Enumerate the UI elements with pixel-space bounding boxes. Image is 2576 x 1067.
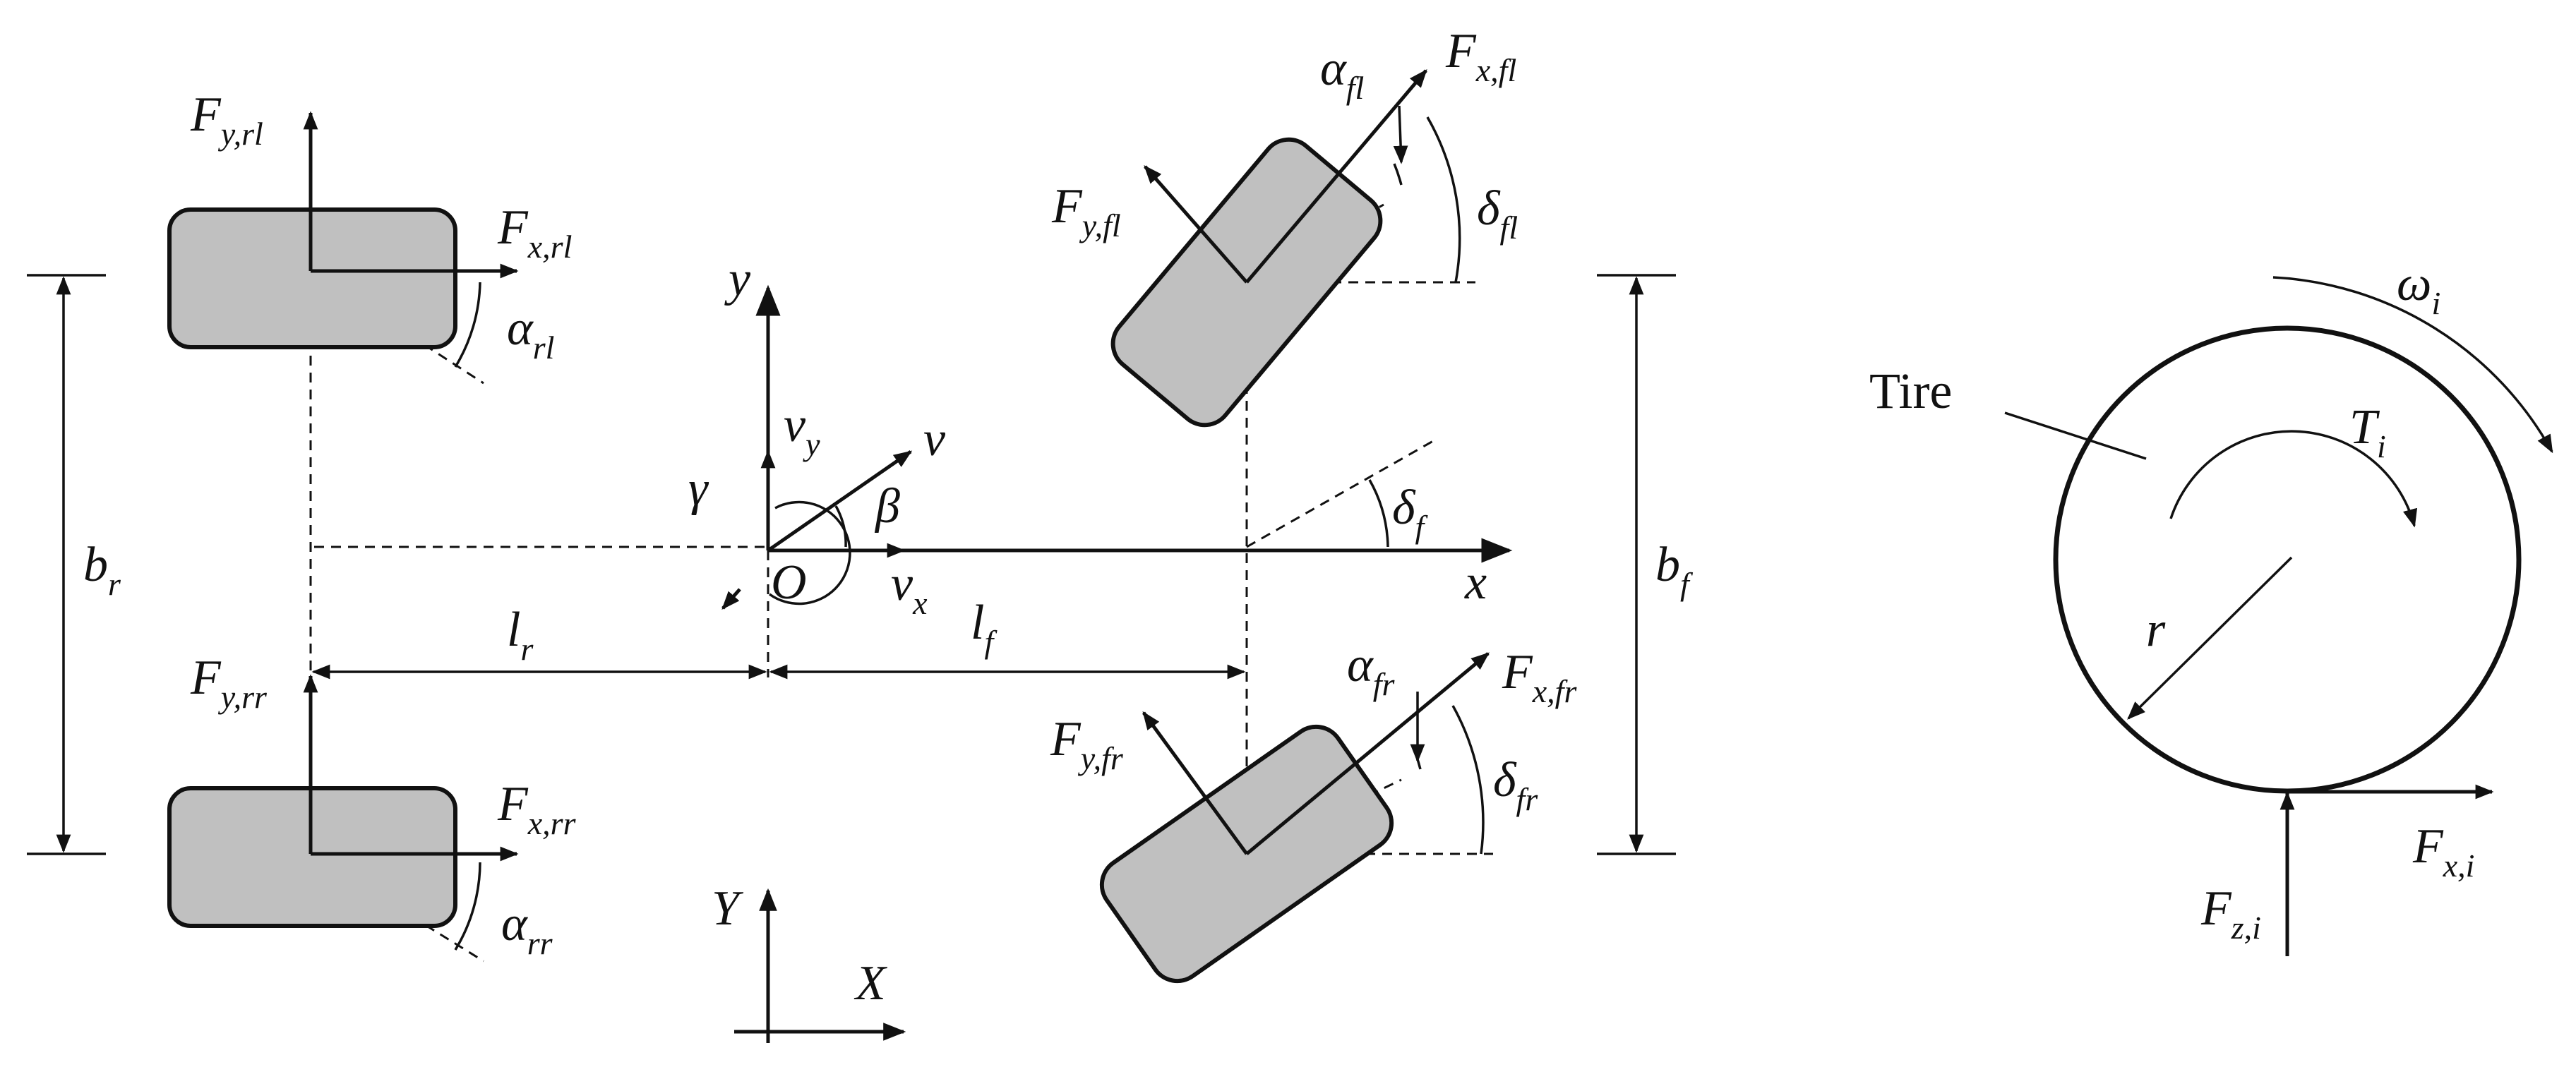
- fr-lateral-force-label: Fy,fr: [1050, 712, 1124, 776]
- rear-distance-label: lr: [507, 603, 534, 667]
- vy-label: vy: [784, 398, 820, 462]
- rr-long-force-label: Fx,rr: [497, 777, 577, 841]
- yaw-rate-arrowhead: [721, 588, 741, 610]
- force-arrows: [303, 69, 1490, 862]
- fl-long-force-arrow: [1245, 69, 1427, 284]
- fr-lateral-force-arrow: [1142, 711, 1249, 855]
- fl-slip-pointer: [1393, 105, 1408, 164]
- torque-arc: [2169, 430, 2418, 528]
- tire-fx-label: Fx,i: [2412, 819, 2474, 884]
- rear-track-label: br: [83, 538, 121, 602]
- fl-steer-arc: [1426, 116, 1461, 283]
- fr-long-force-label: Fx,fr: [1502, 645, 1577, 709]
- rr-lateral-force-label: Fy,rr: [190, 651, 268, 715]
- origin-label: O: [771, 555, 807, 610]
- rl-slip-arc: [454, 282, 481, 368]
- fl-slip-arc: [1393, 163, 1403, 186]
- front-distance-label: lf: [971, 596, 998, 660]
- fr-steer-arc: [1451, 705, 1485, 855]
- fl-steer-label: δfl: [1477, 181, 1518, 246]
- front-steer-label: δf: [1392, 481, 1429, 545]
- x-axis-label: x: [1464, 555, 1487, 610]
- fl-lateral-force-label: Fy,fl: [1051, 179, 1121, 243]
- y-axis-label: y: [724, 252, 751, 306]
- tire-circle: [2053, 325, 2522, 794]
- omega-arc: [2272, 276, 2553, 454]
- velocity-label: v: [923, 412, 946, 466]
- velocity-arrow: [767, 450, 913, 553]
- labels: Fy,rl Fx,rl αrl Fy,rr Fx,rr αrr Fx,fl Fy…: [83, 24, 2474, 1011]
- radius-label: r: [2146, 603, 2166, 657]
- rr-slip-label: αrr: [501, 897, 553, 961]
- vx-label: vx: [891, 557, 928, 621]
- tire-title: Tire: [1869, 363, 1952, 419]
- radius-arrow: [2127, 556, 2293, 720]
- rl-long-force-label: Fx,rl: [497, 200, 572, 265]
- omega-label: ωi: [2397, 257, 2440, 321]
- global-frame: [734, 888, 906, 1043]
- body-frame: [755, 284, 1513, 563]
- fl-lateral-force-arrow: [1144, 165, 1248, 284]
- sideslip-label: β: [874, 479, 900, 534]
- global-Y-label: Y: [712, 881, 744, 936]
- front-steer-arc: [1368, 479, 1389, 548]
- global-X-label: X: [853, 956, 888, 1011]
- sideslip-arc: [834, 505, 847, 548]
- rl-lateral-force-label: Fy,rl: [190, 88, 263, 152]
- tire-fz-label: Fz,i: [2200, 881, 2261, 946]
- rr-slip-arc: [454, 862, 481, 951]
- fr-steer-label: δfr: [1493, 753, 1538, 817]
- yaw-rate-label: γ: [688, 462, 709, 516]
- yaw-rate-arc: [768, 500, 851, 605]
- tire-leader-line: [2004, 411, 2147, 460]
- dimensions: [27, 274, 1676, 855]
- fr-long-force-arrow: [1245, 652, 1490, 855]
- fl-long-force-label: Fx,fl: [1445, 24, 1516, 88]
- fl-slip-label: αfl: [1320, 42, 1364, 106]
- front-track-label: bf: [1655, 538, 1694, 602]
- torque-label: Ti: [2349, 400, 2386, 464]
- tire-diagram: [2004, 276, 2553, 956]
- rl-slip-label: αrl: [507, 301, 554, 366]
- fr-slip-label: αfr: [1347, 638, 1396, 702]
- front-steer-dashed: [1246, 440, 1434, 548]
- angle-arcs: [454, 105, 1485, 951]
